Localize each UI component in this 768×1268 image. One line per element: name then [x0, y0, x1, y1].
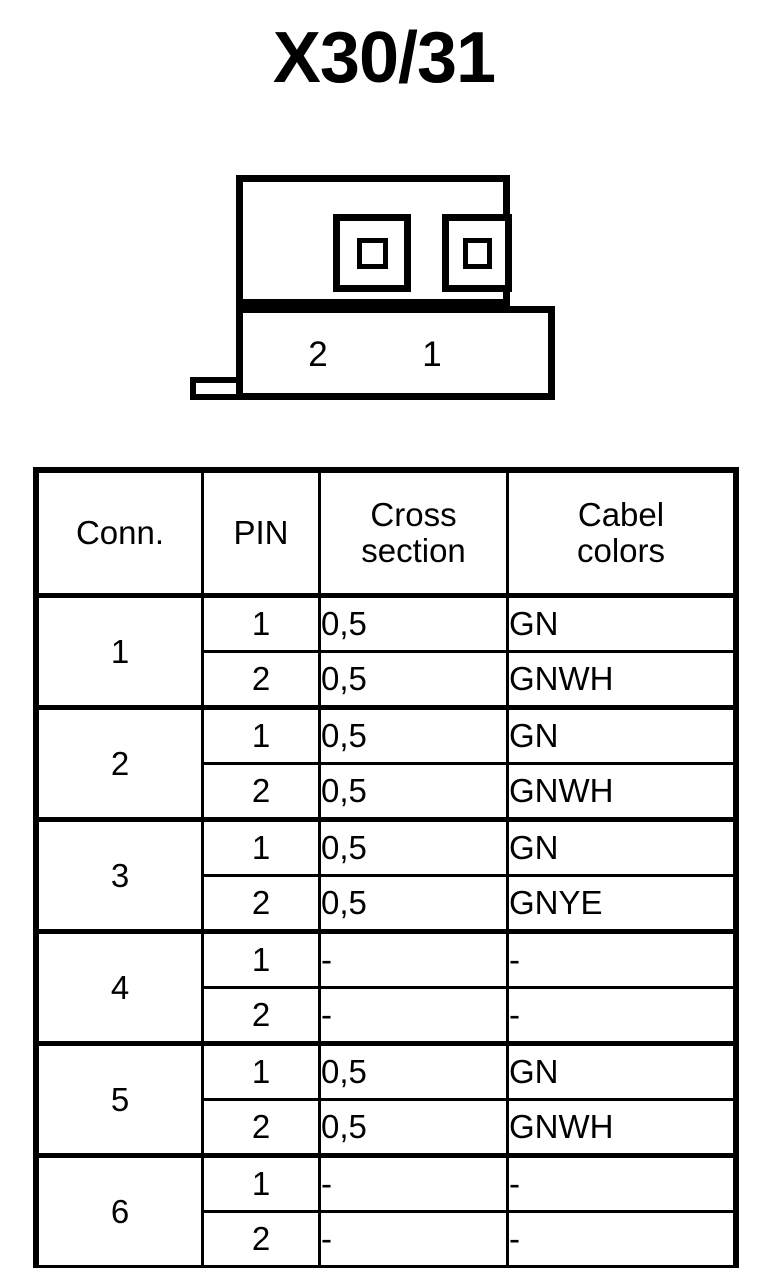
- pin-label-2: 2: [308, 335, 328, 374]
- cell-cabel-color: -: [506, 1153, 736, 1213]
- cell-cabel-color: GN: [506, 1041, 736, 1101]
- cell-pin: 1: [201, 817, 321, 877]
- header-cross-section-line2: section: [361, 532, 466, 569]
- cell-pin: 2: [201, 762, 321, 821]
- connector-latch-tab: [190, 377, 246, 400]
- cell-pin: 2: [201, 1210, 321, 1268]
- cell-conn: 1: [36, 593, 204, 709]
- cell-cross-section: -: [318, 986, 509, 1045]
- header-cross-section-line1: Cross: [370, 496, 457, 534]
- header-pin-label: PIN: [233, 514, 289, 552]
- cell-cabel-color: -: [506, 1210, 736, 1268]
- cell-cross-section: 0,5: [318, 762, 509, 821]
- cell-pin: 1: [201, 705, 321, 765]
- cell-cross-section: 0,5: [318, 817, 509, 877]
- cell-cross-section: 0,5: [318, 874, 509, 933]
- cell-pin: 2: [201, 650, 321, 709]
- header-conn-label: Conn.: [75, 514, 165, 552]
- cell-cross-section: -: [318, 1153, 509, 1213]
- cell-cross-section: 0,5: [318, 705, 509, 765]
- table-row: 2--: [38, 1210, 736, 1268]
- cell-conn: 5: [36, 1041, 204, 1157]
- header-conn: Conn.: [36, 470, 204, 597]
- cell-pin: 1: [201, 1041, 321, 1101]
- cell-cabel-color: -: [506, 929, 736, 989]
- cell-cross-section: 0,5: [318, 1041, 509, 1101]
- cell-conn: 4: [36, 929, 204, 1045]
- pin-socket-1-inner: [463, 238, 492, 269]
- cell-pin: 2: [201, 1098, 321, 1157]
- cell-cabel-color: GNYE: [506, 874, 736, 933]
- table-row: 2--: [38, 986, 736, 1045]
- cell-cabel-color: GNWH: [506, 762, 736, 821]
- header-cabel-colors-line1: Cabel: [577, 496, 665, 534]
- cell-pin: 2: [201, 986, 321, 1045]
- header-cabel-colors-line2: colors: [576, 532, 666, 569]
- header-cross-section: Cross section: [318, 470, 509, 597]
- cell-cabel-color: GNWH: [506, 650, 736, 709]
- cell-conn: 6: [36, 1153, 204, 1268]
- cell-cabel-color: GNWH: [506, 1098, 736, 1157]
- cell-cross-section: 0,5: [318, 650, 509, 709]
- connector-diagram: 2 1: [180, 165, 580, 415]
- cell-cross-section: 0,5: [318, 1098, 509, 1157]
- connector-upper-housing: [236, 175, 512, 306]
- cell-pin: 1: [201, 929, 321, 989]
- cell-cabel-color: -: [506, 986, 736, 1045]
- cell-pin: 2: [201, 874, 321, 933]
- connector-lower-housing: [236, 306, 555, 400]
- table-header-row: Conn. PIN Cross section Cabel colors: [36, 470, 736, 597]
- cell-conn: 2: [36, 705, 204, 821]
- cell-pin: 1: [201, 593, 321, 653]
- pin-socket-2: [333, 214, 411, 292]
- page-title: X30/31: [272, 18, 496, 98]
- cell-pin: 1: [201, 1153, 321, 1213]
- cell-cross-section: 0,5: [318, 593, 509, 653]
- cell-conn: 3: [36, 817, 204, 933]
- pin-socket-1: [442, 214, 512, 292]
- header-pin: PIN: [201, 470, 321, 597]
- pin-socket-2-inner: [357, 238, 388, 269]
- cell-cross-section: -: [318, 1210, 509, 1268]
- cell-cabel-color: GN: [506, 817, 736, 877]
- cell-cabel-color: GN: [506, 593, 736, 653]
- cell-cabel-color: GN: [506, 705, 736, 765]
- cell-cross-section: -: [318, 929, 509, 989]
- pin-label-1: 1: [422, 335, 442, 374]
- header-cabel-colors: Cabel colors: [506, 470, 736, 597]
